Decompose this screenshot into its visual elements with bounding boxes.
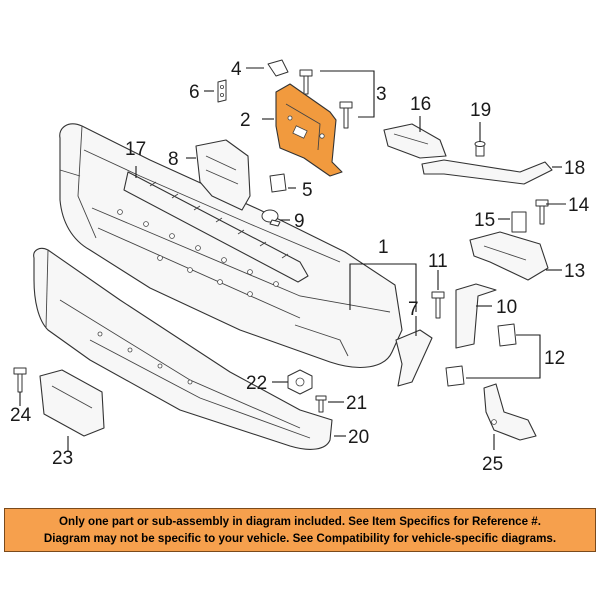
nut-5 [269,173,287,193]
bracket-13 [469,231,549,281]
callout-10: 10 [496,297,517,318]
disclaimer-banner: Only one part or sub-assembly in diagram… [4,508,596,552]
callout-23: 23 [52,448,73,469]
clip-12-lower [445,365,465,387]
bracket-8 [195,139,251,211]
bolt-3-upper [299,69,313,95]
callout-17: 17 [125,139,146,160]
callout-12: 12 [544,348,565,369]
callout-14: 14 [568,195,590,216]
corner-end-7 [395,329,433,387]
bolt-3-lower [339,101,353,129]
callout-4: 4 [231,59,242,80]
callout-15: 15 [474,210,495,231]
bolt-11 [431,291,445,319]
callout-5: 5 [302,180,313,201]
license-plate-bracket-highlighted [275,83,343,177]
lower-valance [33,247,333,450]
callout-21: 21 [346,393,367,414]
upper-cover-strip [123,171,309,283]
callout-13: 13 [564,261,585,282]
callout-11: 11 [428,251,448,272]
callout-22: 22 [246,373,267,394]
callout-labels: 1 2 3 4 5 6 7 8 9 10 11 12 13 14 15 16 1… [10,59,590,475]
retainer-6 [217,79,227,103]
bolt-14 [535,199,549,225]
callout-16: 16 [410,94,431,115]
callout-19: 19 [470,100,491,121]
disclaimer-line-1: Only one part or sub-assembly in diagram… [59,515,541,528]
callout-9: 9 [294,211,305,232]
callout-25: 25 [482,454,503,475]
leader-lines [19,67,566,452]
bolt-24 [13,367,27,393]
bracket-10 [455,283,497,349]
callout-24: 24 [10,405,32,426]
strip-18 [421,159,553,185]
clip-12-upper [497,323,517,347]
highlighted-part [275,83,343,177]
bolt-19 [474,141,486,157]
callout-8: 8 [168,149,179,170]
callout-2: 2 [240,110,251,131]
bolt-21 [315,395,327,413]
reinforcement-16 [383,123,447,159]
nut-22 [287,369,313,395]
clip-4 [267,59,289,77]
bracket-23 [39,369,105,437]
bracket-25 [483,383,537,441]
clip-15 [511,211,527,233]
disclaimer-line-2: Diagram may not be specific to your vehi… [43,532,557,545]
callout-6: 6 [189,82,200,103]
callout-20: 20 [348,427,369,448]
callout-18: 18 [564,158,585,179]
callout-3: 3 [376,84,387,105]
push-pin-9 [261,209,281,227]
callout-7: 7 [408,299,419,320]
callout-1: 1 [378,237,389,258]
